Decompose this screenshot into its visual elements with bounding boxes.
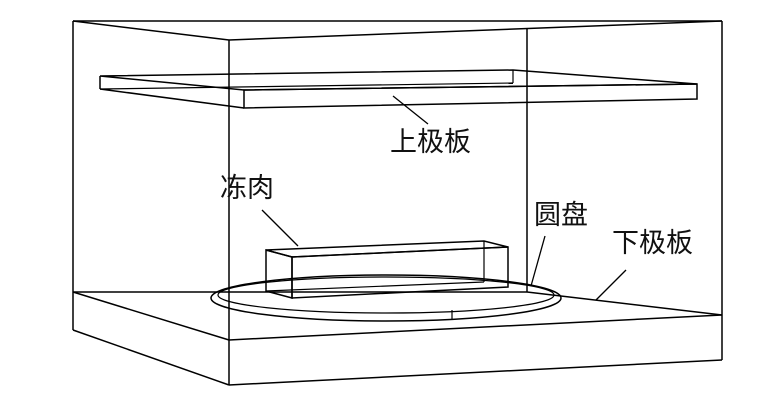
chamber-top-left-diagonal [72,20,230,41]
meat-leader [261,209,299,247]
chamber-box [72,20,723,386]
upper-plate-inner-edge [99,82,514,90]
disc-leader [530,235,546,287]
leader-lines [261,95,627,301]
meat-left-face [265,249,293,299]
meat-hidden-bottom-edge [265,281,485,292]
disc [210,274,562,322]
upper-plate-label: 上极板 [390,127,471,158]
disc-label: 圆盘 [534,200,588,231]
frozen-meat [265,240,509,299]
frozen-meat-label: 冻肉 [220,173,274,204]
disc-outer-rim [210,274,562,322]
upper-plate-front-face [243,83,698,109]
lower-plate-leader [595,269,627,301]
upper-plate-top-face [99,69,698,91]
upper-plate-left-bottom-edge [99,88,245,109]
chamber-front-top-edge [228,20,723,41]
upper-plate-leader [392,95,429,125]
lower-plate-front-edge [228,314,723,341]
lower-plate [72,291,723,341]
lower-plate-label: 下极板 [612,228,693,259]
chamber-bottom-left-diagonal [72,329,230,386]
disc-inner-rim [217,276,555,314]
chamber-bottom-front-edge [228,359,723,386]
meat-front-face [291,246,509,299]
lower-plate-left-diagonal [72,291,230,341]
upper-plate [99,69,698,109]
